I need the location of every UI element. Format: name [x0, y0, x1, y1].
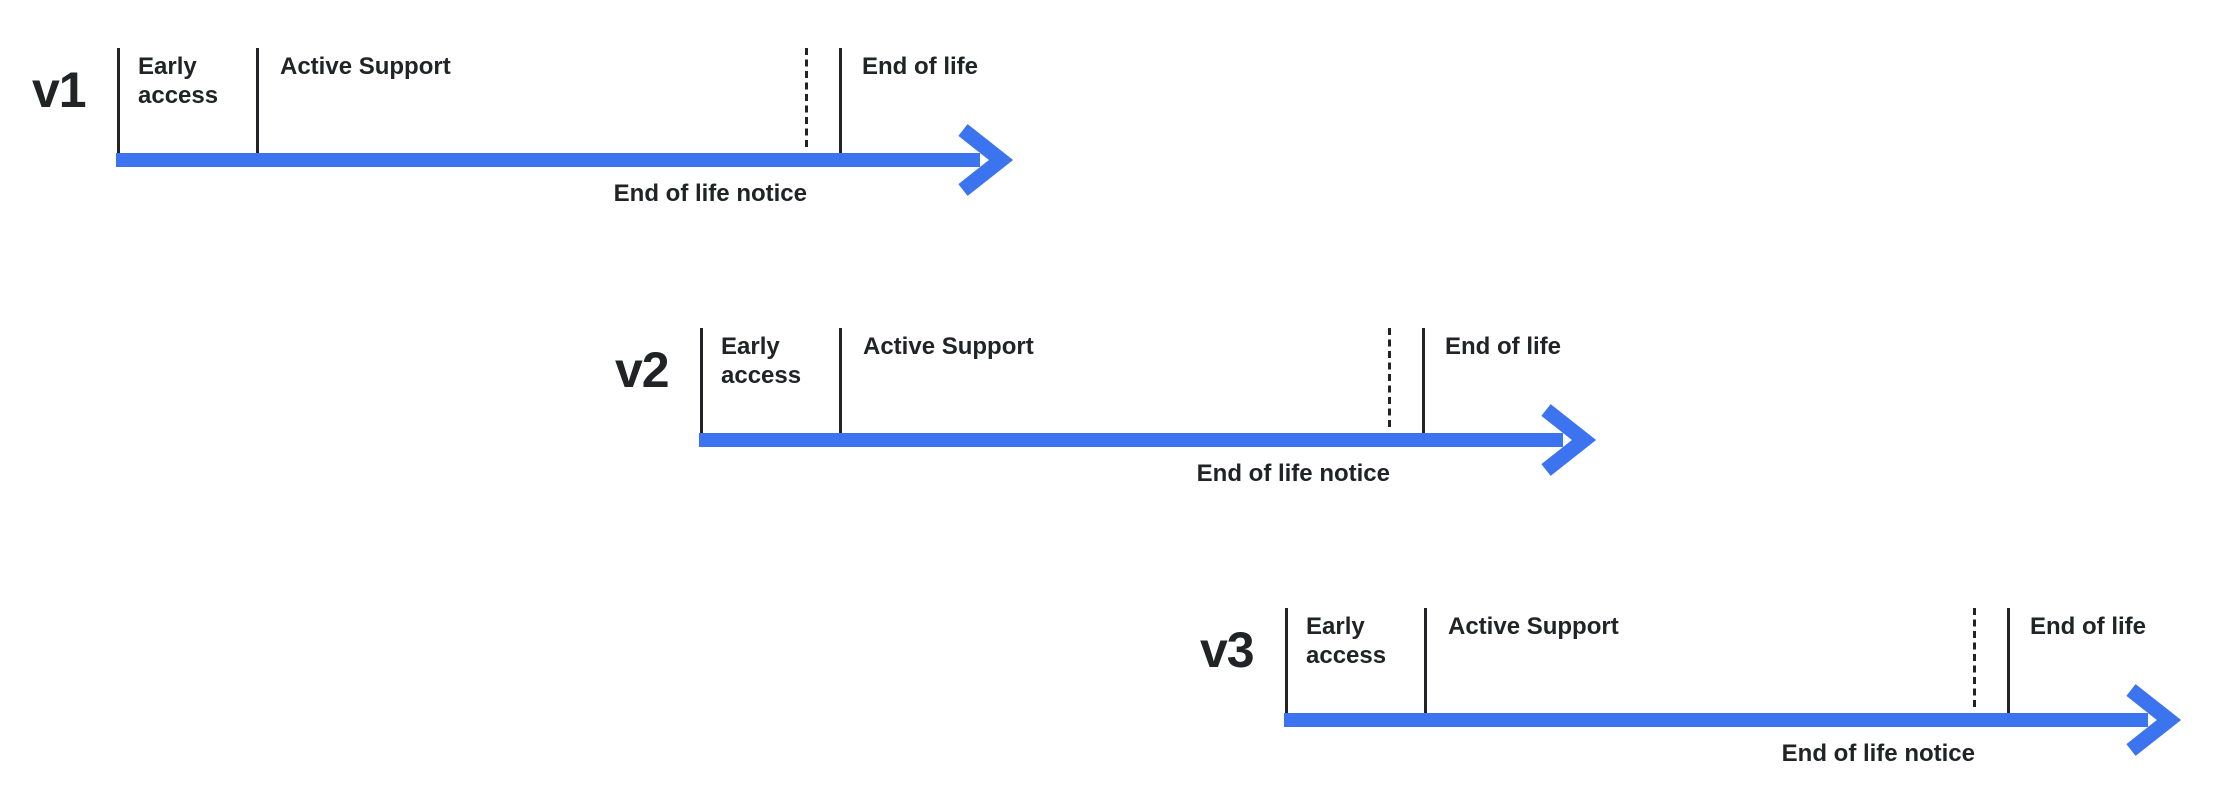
label-eol-notice: End of life notice [1196, 460, 1390, 487]
tick-eol-notice-dashed [1973, 608, 1976, 708]
tick-release [117, 48, 120, 153]
label-end-of-life: End of life [1445, 333, 1561, 360]
tick-eol-notice-dashed [805, 48, 808, 148]
version-label: v1 [32, 62, 87, 118]
tick-early-access-end [1424, 608, 1427, 713]
label-active-support: Active Support [280, 53, 451, 80]
label-active-support: Active Support [863, 333, 1034, 360]
timeline-bar [116, 153, 980, 167]
label-early-access: Early access [1306, 613, 1387, 669]
arrow-right-icon [2126, 684, 2182, 756]
label-eol-notice: End of life notice [613, 180, 807, 207]
version-label: v3 [1200, 622, 1255, 678]
tick-early-access-end [839, 328, 842, 433]
timeline-v1: v1 Early access Active Support End of li… [32, 48, 1067, 238]
arrow-right-icon [958, 124, 1014, 196]
tick-eol-notice-dashed [1388, 328, 1391, 428]
tick-end-of-life [839, 48, 842, 153]
arrow-right-icon [1541, 404, 1597, 476]
tick-end-of-life [1422, 328, 1425, 433]
label-early-access: Early access [138, 53, 219, 109]
timeline-v3: v3 Early access Active Support End of li… [1200, 608, 2228, 798]
tick-early-access-end [256, 48, 259, 153]
label-end-of-life: End of life [2030, 613, 2146, 640]
tick-end-of-life [2007, 608, 2010, 713]
label-active-support: Active Support [1448, 613, 1619, 640]
version-label: v2 [615, 342, 670, 398]
label-eol-notice: End of life notice [1781, 740, 1975, 767]
label-early-access: Early access [721, 333, 802, 389]
timeline-bar [699, 433, 1563, 447]
label-end-of-life: End of life [862, 53, 978, 80]
tick-release [1285, 608, 1288, 713]
tick-release [700, 328, 703, 433]
timeline-bar [1284, 713, 2148, 727]
timeline-v2: v2 Early access Active Support End of li… [615, 328, 1650, 518]
